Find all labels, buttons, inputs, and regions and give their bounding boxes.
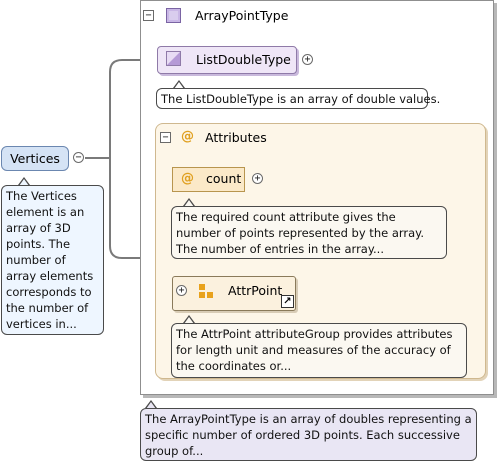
expand-count-toggle[interactable]: + xyxy=(252,173,263,184)
count-doc-pointer-fill xyxy=(184,200,194,207)
attributes-title: Attributes xyxy=(205,130,267,145)
listdoubletype-doc-pointer-fill xyxy=(174,82,184,89)
arraypointtype-title: ArrayPointType xyxy=(195,8,289,23)
simple-type-icon xyxy=(166,51,181,66)
listdoubletype-label: ListDoubleType xyxy=(196,52,291,67)
vertices-doc-pointer-fill xyxy=(19,179,29,186)
vertices-doc: The Vertices element is an array of 3D p… xyxy=(1,185,104,335)
count-attribute-label: count xyxy=(206,171,242,186)
collapse-attributes-toggle[interactable]: − xyxy=(160,132,171,143)
collapse-vertices-toggle[interactable]: − xyxy=(73,152,84,163)
count-doc: The required count attribute gives the n… xyxy=(171,206,447,259)
expand-attrpoint-toggle[interactable]: + xyxy=(176,285,187,296)
attrpoint-label: AttrPoint xyxy=(228,283,283,298)
at-icon: @ xyxy=(181,171,194,186)
attrpoint-doc: The AttrPoint attributeGroup provides at… xyxy=(171,323,467,378)
connector-to-listdoubletype xyxy=(85,59,157,159)
complex-type-icon xyxy=(166,8,181,23)
attrpoint-node[interactable] xyxy=(172,276,296,311)
shortcut-icon[interactable]: ↗ xyxy=(281,295,294,308)
at-icon: @ xyxy=(181,129,194,144)
attrpoint-doc-pointer-fill xyxy=(184,317,194,324)
attribute-group-icon xyxy=(199,284,213,298)
collapse-arraypointtype-toggle[interactable]: − xyxy=(143,10,154,21)
connector-to-attributes xyxy=(109,158,155,259)
expand-listdoubletype-toggle[interactable]: + xyxy=(302,54,313,65)
arraypointtype-doc-pointer-fill xyxy=(146,402,156,409)
listdoubletype-doc: The ListDoubleType is an array of double… xyxy=(156,88,440,109)
count-attribute-node[interactable] xyxy=(172,167,245,192)
arraypointtype-doc: The ArrayPointType is an array of double… xyxy=(140,408,477,461)
vertices-element-node[interactable]: Vertices xyxy=(1,146,69,171)
